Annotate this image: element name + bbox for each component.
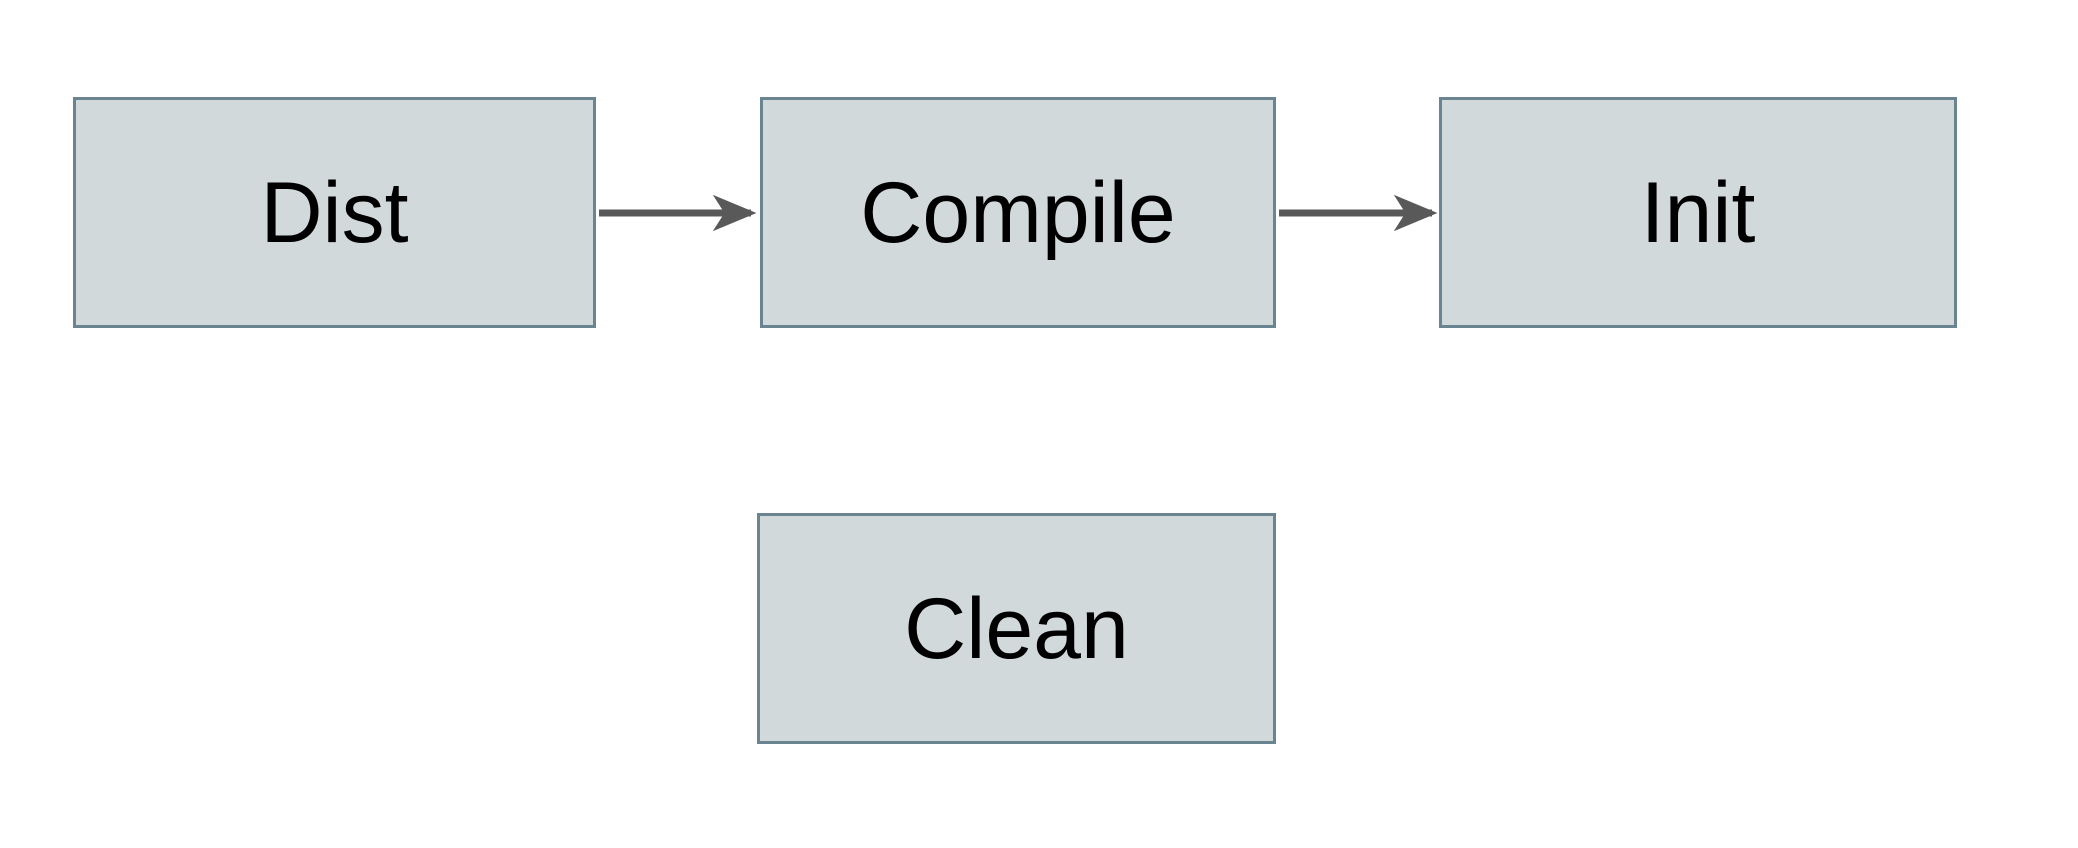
node-clean[interactable]: Clean (757, 513, 1276, 744)
node-dist-label: Dist (260, 164, 409, 261)
node-init[interactable]: Init (1439, 97, 1957, 328)
node-dist[interactable]: Dist (73, 97, 596, 328)
node-init-label: Init (1640, 164, 1756, 261)
node-clean-label: Clean (904, 580, 1129, 677)
node-compile[interactable]: Compile (760, 97, 1276, 328)
node-compile-label: Compile (860, 164, 1176, 261)
